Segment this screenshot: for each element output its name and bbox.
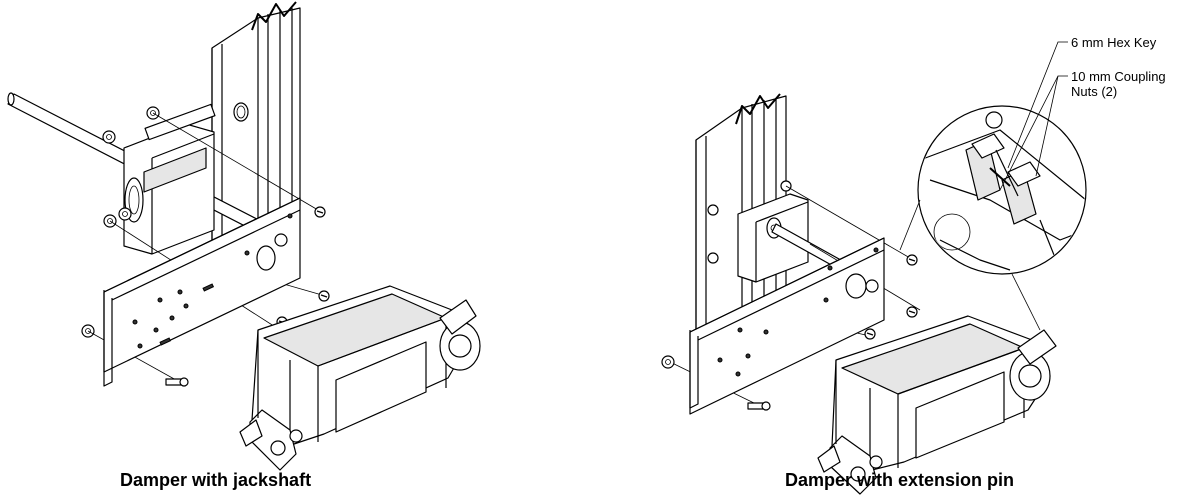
detail-magnifier	[899, 105, 1087, 331]
coupling-nuts-callout: 10 mm Coupling Nuts (2)	[1071, 69, 1166, 99]
right-mounting-plate	[661, 237, 885, 415]
left-actuator	[239, 285, 481, 471]
right-actuator	[817, 315, 1057, 495]
right-caption: Damper with extension pin	[785, 470, 1015, 490]
left-caption: Damper with jackshaft	[120, 470, 312, 490]
callout-leaders	[999, 41, 1068, 191]
hex-key-callout: 6 mm Hex Key	[1071, 35, 1157, 50]
left-frame-post	[211, 1, 301, 241]
coupling-nuts-callout-line1: 10 mm Coupling	[1071, 69, 1166, 84]
coupling-nuts-callout-line2: Nuts (2)	[1071, 84, 1118, 99]
right-screws	[747, 254, 918, 411]
right-assembly	[661, 41, 1087, 495]
left-mounting-plate	[103, 197, 301, 387]
left-bracket-block	[123, 103, 216, 255]
left-assembly	[7, 1, 481, 471]
